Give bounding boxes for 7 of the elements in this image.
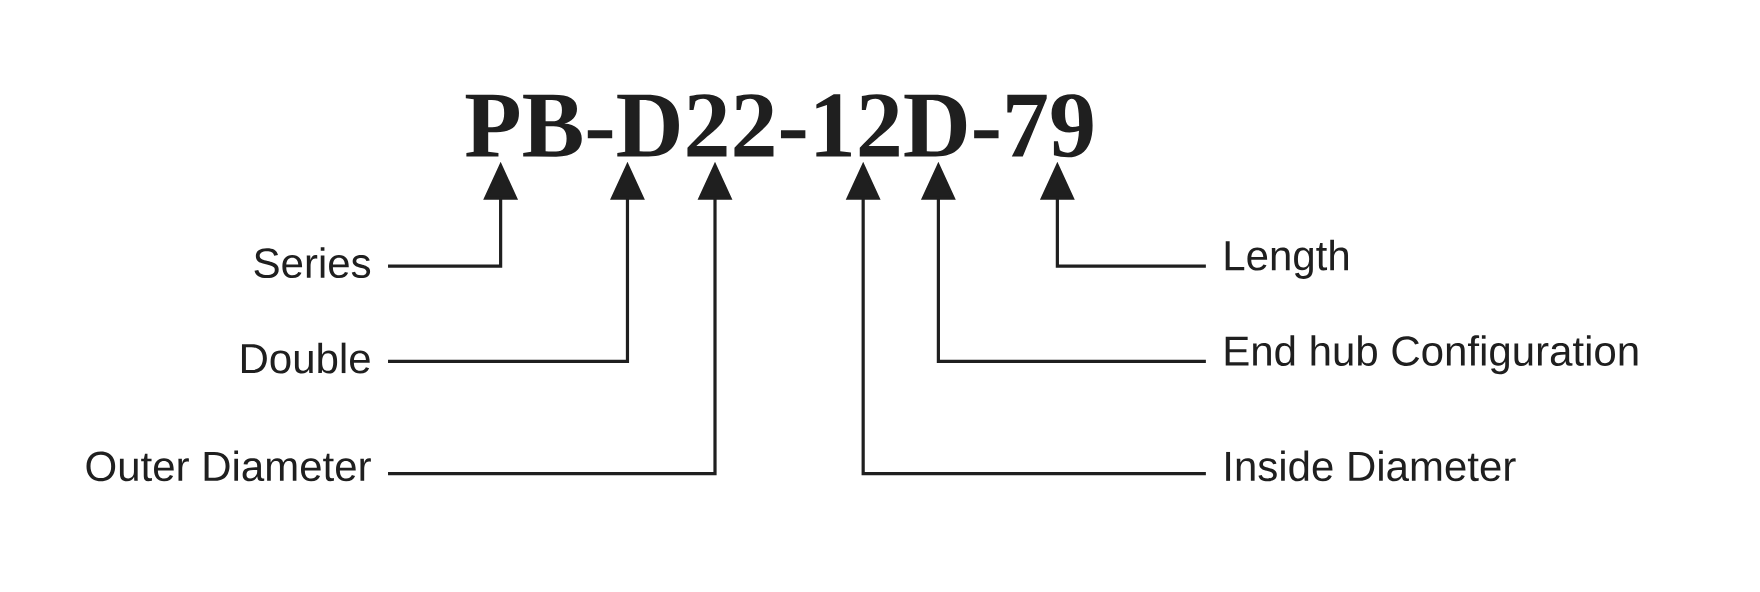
part-number: PB-D22-12D-79: [465, 94, 1093, 158]
field-label: Double: [242, 342, 370, 374]
field-label: Series: [254, 247, 371, 279]
field-label: End hub Configuration: [1225, 335, 1638, 375]
field-label: Length: [1225, 239, 1348, 280]
field-label: Inside Diameter: [1226, 450, 1516, 482]
field-label: Outer Diameter: [86, 450, 371, 482]
